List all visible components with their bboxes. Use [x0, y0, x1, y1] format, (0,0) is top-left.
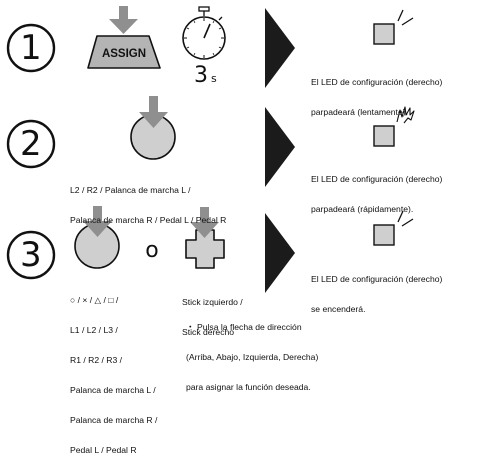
- or-label: o: [145, 238, 158, 263]
- assign-key-icon: [87, 35, 161, 69]
- step-2-label: 2: [20, 124, 42, 164]
- step-3-stick-list: Stick izquierdo / Stick derecho: [182, 277, 243, 347]
- assign-key-label: ASSIGN: [102, 48, 146, 60]
- right-triangle-icon: [265, 213, 295, 293]
- step-2-inputs-list: L2 / R2 / Palanca de marcha L / Palanca …: [70, 165, 226, 235]
- step-2-led-description: El LED de configuración (derecho) parpad…: [311, 154, 442, 224]
- text-line: El LED de configuración (derecho): [311, 174, 443, 184]
- text-line: Stick derecho: [182, 327, 235, 337]
- text-line: L2 / R2 / Palanca de marcha L /: [70, 185, 191, 195]
- text-line: Pedal L / Pedal R: [70, 445, 137, 455]
- text-line: parpadeará (lentamente).: [311, 107, 408, 117]
- text-line: Palanca de marcha R / Pedal L / Pedal R: [70, 215, 227, 225]
- led-square-icon: [373, 9, 414, 45]
- step-3-direction-note: ・ Pulsa la flecha de dirección (Arriba, …: [186, 302, 318, 402]
- step-3-label: 3: [20, 235, 42, 275]
- text-line: para asignar la función deseada.: [186, 382, 311, 392]
- step-1-number: [6, 23, 56, 73]
- press-arrow-icon: [109, 6, 138, 34]
- text-line: Palanca de marcha R /: [70, 415, 158, 425]
- hold-duration-unit: s: [211, 72, 217, 85]
- stopwatch-icon: [182, 6, 226, 60]
- step-3-number: [6, 230, 56, 280]
- text-line: R1 / R2 / R3 /: [70, 355, 123, 365]
- step-1-label: 1: [20, 28, 42, 68]
- text-line: Palanca de marcha L /: [70, 385, 156, 395]
- diagram-canvas: ASSIGN 3 s: [6, 6, 415, 293]
- text-line: (Arriba, Abajo, Izquierda, Derecha): [186, 352, 319, 362]
- text-line: El LED de configuración (derecho): [311, 274, 443, 284]
- text-line: ○ / × / △ / □ /: [70, 295, 119, 305]
- step-3-buttons-list: ○ / × / △ / □ / L1 / L2 / L3 / R1 / R2 /…: [70, 275, 157, 465]
- text-line: L1 / L2 / L3 /: [70, 325, 118, 335]
- press-arrow-icon: [139, 96, 168, 128]
- press-arrow-icon: [190, 207, 219, 238]
- hold-duration-value: 3: [194, 63, 208, 88]
- text-line: parpadeará (rápidamente).: [311, 204, 414, 214]
- text-line: Stick izquierdo /: [182, 297, 243, 307]
- right-triangle-icon: [265, 107, 295, 187]
- text-line: se encenderá.: [311, 304, 366, 314]
- text-line: El LED de configuración (derecho): [311, 77, 443, 87]
- dpad-icon: [185, 229, 225, 269]
- press-arrow-icon: [83, 206, 112, 237]
- step-2-number: [6, 119, 56, 169]
- text-line: ・ Pulsa la flecha de dirección: [186, 322, 302, 332]
- step-1-led-description: El LED de configuración (derecho) parpad…: [311, 57, 442, 127]
- led-square-icon: [373, 210, 414, 246]
- step-3-led-description: El LED de configuración (derecho) se enc…: [311, 254, 442, 324]
- right-triangle-icon: [265, 8, 295, 88]
- led-square-icon: [373, 106, 415, 147]
